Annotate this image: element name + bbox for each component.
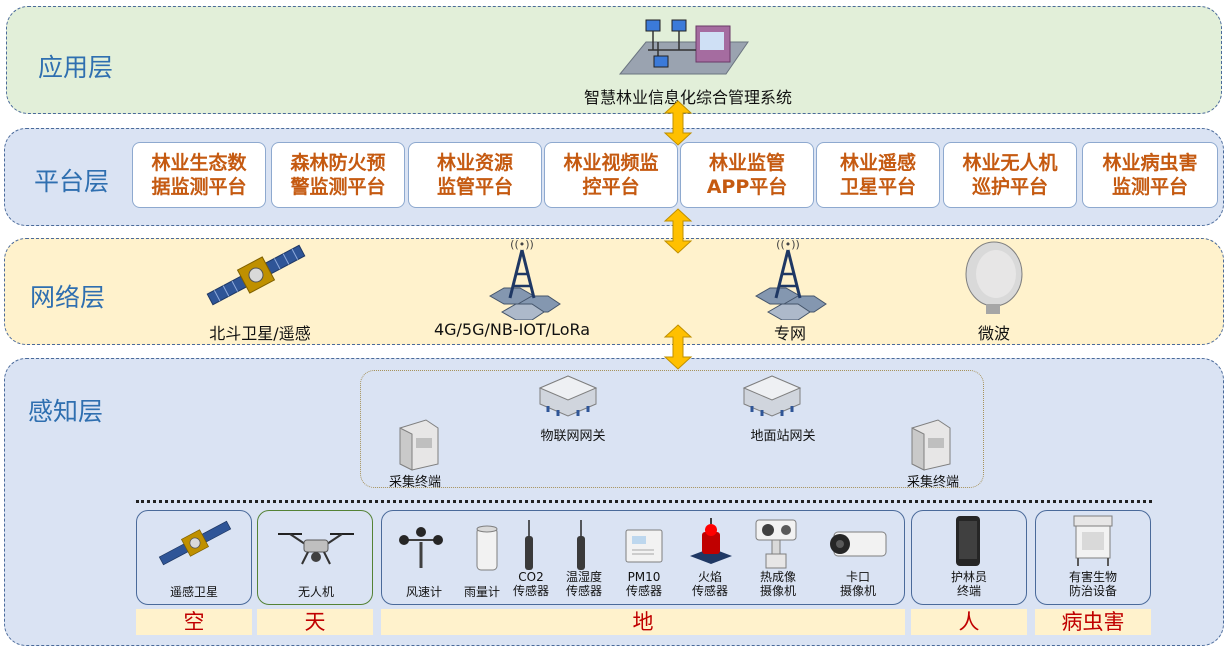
category-pest: 病虫害 — [1035, 609, 1151, 635]
svg-text:((•)): ((•)) — [510, 238, 534, 251]
collector-right-label: 采集终端 — [906, 475, 959, 490]
device-label-humidity: 温湿度传感器 — [565, 570, 602, 598]
network-computers-icon — [618, 19, 749, 75]
rain-gauge-icon — [476, 525, 498, 571]
platform-box: 林业视频监控平台 — [544, 142, 678, 208]
application-layer — [6, 6, 1222, 114]
double-arrow-icon — [663, 100, 693, 146]
device-label-wind: 风速计 — [405, 585, 442, 599]
category-person: 人 — [911, 609, 1027, 635]
platform-label: 林业无人机巡护平台 — [962, 152, 1058, 198]
iot-gateway-label: 物联网网关 — [540, 429, 606, 444]
double-arrow-icon — [663, 208, 693, 254]
drone-icon — [278, 533, 354, 565]
platform-box: 林业遥感卫星平台 — [816, 142, 940, 208]
platform-box: 林业无人机巡护平台 — [943, 142, 1077, 208]
platform-label: 林业生态数据监测平台 — [151, 152, 247, 198]
system-label: 智慧林业信息化综合管理系统 — [583, 88, 792, 107]
device-card-sky — [136, 510, 252, 605]
application-layer-title: 应用层 — [38, 53, 114, 82]
flame-sensor-icon — [690, 518, 732, 564]
platform-label: 森林防火预警监测平台 — [290, 152, 386, 198]
platform-label: 林业视频监控平台 — [563, 152, 659, 198]
platform-box: 林业病虫害监测平台 — [1082, 142, 1218, 208]
ground-gateway-icon — [742, 375, 802, 417]
microwave-dish-icon — [965, 241, 1023, 314]
network-layer-title: 网络层 — [30, 283, 106, 312]
network-label-microwave: 微波 — [977, 324, 1010, 343]
device-label-thermal: 热成像摄像机 — [759, 570, 796, 598]
gateway-group — [360, 370, 984, 488]
device-label-drone: 无人机 — [297, 585, 334, 599]
svg-text:((•)): ((•)) — [776, 238, 800, 251]
category-sky: 空 — [136, 609, 252, 635]
pest-control-device-icon — [1073, 515, 1113, 566]
satellite-icon — [158, 520, 232, 566]
anemometer-icon — [399, 527, 443, 568]
cell-tower-icon: ((•)) — [754, 238, 827, 320]
platform-box: 林业资源监管平台 — [408, 142, 542, 208]
double-arrow-icon — [663, 324, 693, 370]
thermal-camera-icon — [755, 519, 797, 569]
network-layer — [4, 238, 1224, 345]
platform-box: 林业生态数据监测平台 — [132, 142, 266, 208]
collector-terminal-icon — [911, 419, 951, 471]
satellite-icon — [206, 244, 306, 306]
category-air: 天 — [257, 609, 373, 635]
collector-terminal-icon — [399, 419, 439, 471]
humidity-sensor-icon — [577, 520, 585, 570]
category-ground: 地 — [381, 609, 905, 635]
platform-label: 林业病虫害监测平台 — [1102, 152, 1198, 198]
perception-layer-title: 感知层 — [28, 397, 104, 426]
platform-box: 森林防火预警监测平台 — [271, 142, 405, 208]
co2-sensor-icon — [525, 520, 533, 570]
device-label-satellite: 遥感卫星 — [169, 585, 218, 599]
platform-layer-title: 平台层 — [34, 167, 110, 196]
collector-left-label: 采集终端 — [388, 475, 441, 490]
network-label-private: 专网 — [773, 324, 806, 343]
smartphone-icon — [956, 516, 980, 566]
network-label-beidou: 北斗卫星/遥感 — [209, 324, 311, 343]
iot-gateway-icon — [538, 375, 598, 417]
cell-tower-icon: ((•)) — [488, 238, 561, 320]
device-label-flame: 火焰传感器 — [691, 570, 728, 598]
platform-label: 林业遥感卫星平台 — [839, 152, 916, 198]
device-label-ranger: 护林员终端 — [950, 570, 987, 598]
device-label-checkpoint: 卡口摄像机 — [839, 570, 876, 598]
network-label-cellular: 4G/5G/NB-IOT/LoRa — [433, 320, 591, 339]
device-label-pest: 有害生物防治设备 — [1068, 570, 1117, 598]
divider — [136, 500, 1152, 503]
device-label-rain: 雨量计 — [463, 585, 500, 599]
pm10-sensor-icon — [625, 529, 663, 563]
ground-gateway-label: 地面站网关 — [750, 429, 816, 444]
checkpoint-camera-icon — [830, 531, 887, 557]
platform-label: 林业资源监管平台 — [436, 152, 513, 198]
